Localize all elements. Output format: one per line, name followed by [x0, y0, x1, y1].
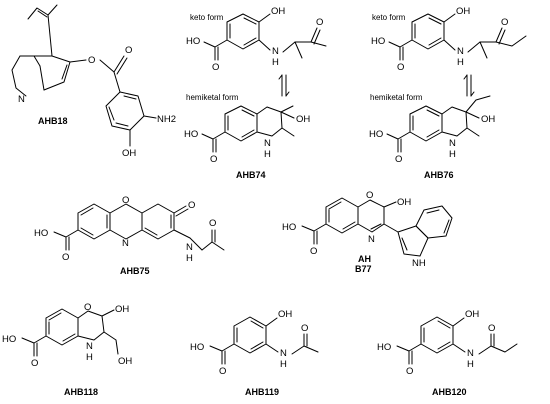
structure-ahb120: OH HO O N H O AHB120 — [377, 309, 518, 397]
atom-label: HO — [371, 36, 385, 47]
atom-label: NH2 — [157, 114, 176, 125]
atom-label: HO — [184, 129, 198, 140]
compound-label: AHB119 — [245, 387, 279, 397]
atom-label: N — [467, 348, 474, 359]
structure-ahb119: OH HO O N H O AHB119 — [190, 309, 319, 397]
structure-ahb76: keto form hemiketal form OH HO O N H O — [369, 6, 527, 180]
atom-label: O — [88, 55, 95, 66]
structure-ahb75: O O N HO O N H O AHB75 — [34, 195, 225, 276]
compound-label: AHB74 — [236, 170, 266, 180]
atom-label: O — [406, 366, 413, 377]
atom-label: O — [501, 17, 508, 28]
structure-ahb74: keto form hemiketal form OH HO O N H O — [184, 6, 327, 180]
atom-label: O — [397, 62, 404, 73]
structure-ahb118: O OH HO O N H OH AHB118 — [2, 302, 132, 397]
structure-ahb18: N O O NH2 OH AHB18 — [11, 4, 176, 159]
atom-label: N — [272, 46, 279, 57]
atom-label: OH — [456, 6, 470, 17]
atom-label: HO — [377, 342, 391, 353]
atom-label: H — [467, 359, 474, 370]
structure-ahb77: O OH N HO O NH AH B77 — [282, 190, 453, 274]
atom-label: O — [210, 154, 217, 165]
atom-label: N — [457, 46, 464, 57]
atom-label: O — [316, 17, 323, 28]
atom-label: O — [84, 302, 91, 313]
atom-label: H — [457, 57, 464, 68]
atom-label: O — [219, 366, 226, 377]
atom-label: OH — [397, 197, 411, 208]
atom-label: H — [449, 149, 456, 160]
atom-label: O — [366, 190, 373, 201]
atom-label: OH — [278, 309, 292, 320]
atom-label: N — [449, 138, 456, 149]
atom-label: HO — [34, 228, 48, 239]
atom-label: OH — [465, 309, 479, 320]
atom-label: OH — [481, 114, 495, 125]
atom-label: O — [62, 252, 69, 263]
form-note: keto form — [372, 13, 406, 22]
atom-label: HO — [2, 334, 16, 345]
atom-label: N — [264, 138, 271, 149]
atom-label: O — [31, 358, 38, 369]
atom-label: O — [125, 45, 132, 56]
atom-label: N — [122, 238, 129, 249]
atom-label: O — [301, 323, 308, 334]
form-note: keto form — [190, 13, 224, 22]
atom-label: OH — [118, 356, 132, 367]
atom-label: H — [264, 149, 271, 160]
compound-label: AHB75 — [120, 266, 150, 276]
atom-label: HO — [369, 129, 383, 140]
atom-label: H — [186, 253, 193, 264]
compound-label: AHB18 — [38, 116, 68, 126]
atom-label: N — [86, 341, 93, 352]
atom-label: O — [395, 154, 402, 165]
atom-label: H — [86, 352, 93, 363]
atom-label: OH — [296, 114, 310, 125]
atom-label: H — [280, 359, 287, 370]
atom-label: O — [188, 200, 195, 211]
atom-label: O — [488, 323, 495, 334]
atom-label: O — [122, 195, 129, 206]
compound-label: B77 — [355, 264, 372, 274]
compound-label: AH — [358, 254, 371, 264]
atom-label: H — [272, 57, 279, 68]
form-note: hemiketal form — [370, 93, 423, 102]
atom-label: O — [209, 218, 216, 229]
form-note: hemiketal form — [186, 93, 239, 102]
atom-label: N — [18, 94, 25, 105]
compound-label: AHB76 — [424, 170, 454, 180]
atom-label: HO — [282, 222, 296, 233]
atom-label: HO — [186, 36, 200, 47]
atom-label: N — [280, 348, 287, 359]
atom-label: N — [368, 234, 375, 245]
compound-label: AHB118 — [64, 387, 98, 397]
compound-label: AHB120 — [432, 387, 467, 397]
atom-label: N — [186, 242, 193, 253]
atom-label: OH — [122, 148, 136, 159]
atom-label: NH — [412, 258, 426, 269]
atom-label: O — [310, 246, 317, 257]
atom-label: OH — [271, 6, 285, 17]
atom-label: HO — [190, 342, 204, 353]
atom-label: O — [212, 62, 219, 73]
atom-label: OH — [115, 304, 129, 315]
